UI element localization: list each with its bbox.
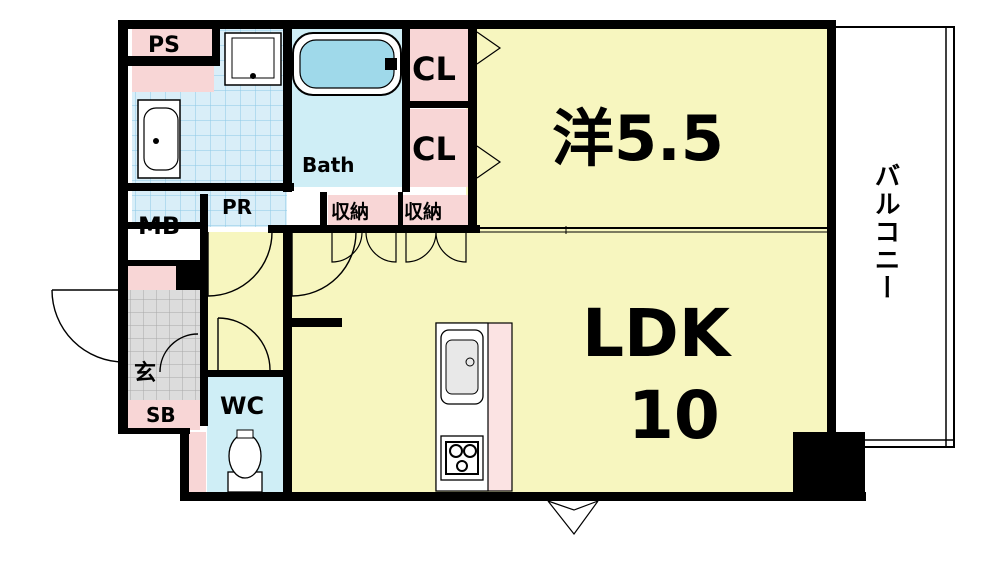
sb-label: SB	[146, 403, 176, 427]
cl-bottom-label: CL	[412, 130, 456, 168]
cl-bottom-floor	[409, 109, 469, 187]
ps-pink	[132, 27, 214, 60]
entrance-floor	[124, 290, 200, 400]
bath-label: Bath	[302, 153, 355, 177]
ldk-floor	[289, 232, 828, 494]
bathtub	[292, 32, 402, 96]
ldk-label: LDK	[582, 295, 733, 372]
cl-top-label: CL	[412, 50, 456, 88]
storage-right-label: 収納	[404, 200, 442, 223]
sliding-partition	[480, 226, 828, 234]
windows	[828, 45, 834, 420]
toilet	[227, 429, 263, 493]
walls	[118, 20, 866, 501]
hall-floor	[207, 232, 289, 377]
pr-label: PR	[222, 195, 252, 219]
wc-side-pink	[188, 432, 206, 494]
storage-left-floor	[328, 195, 398, 225]
doors	[51, 31, 599, 535]
washbasin	[137, 99, 181, 179]
cl-top-floor	[409, 27, 469, 102]
storage-right-floor	[402, 195, 468, 225]
sb-floor	[124, 400, 200, 430]
western-room-floor	[466, 27, 828, 232]
ldk-size-label: 10	[628, 377, 720, 454]
western-room-label: 洋5.5	[552, 102, 724, 175]
storage-left-label: 収納	[331, 200, 369, 223]
entrance-label: 玄	[134, 360, 156, 386]
ps-label: PS	[148, 33, 180, 58]
washing-machine	[224, 32, 282, 86]
wc-label: WC	[220, 392, 264, 420]
mb-label: MB	[138, 212, 180, 240]
balcony-label: バルコニー	[870, 162, 900, 302]
ps-pink-strip	[132, 66, 214, 92]
cooktop	[440, 435, 484, 481]
balcony	[833, 26, 955, 448]
